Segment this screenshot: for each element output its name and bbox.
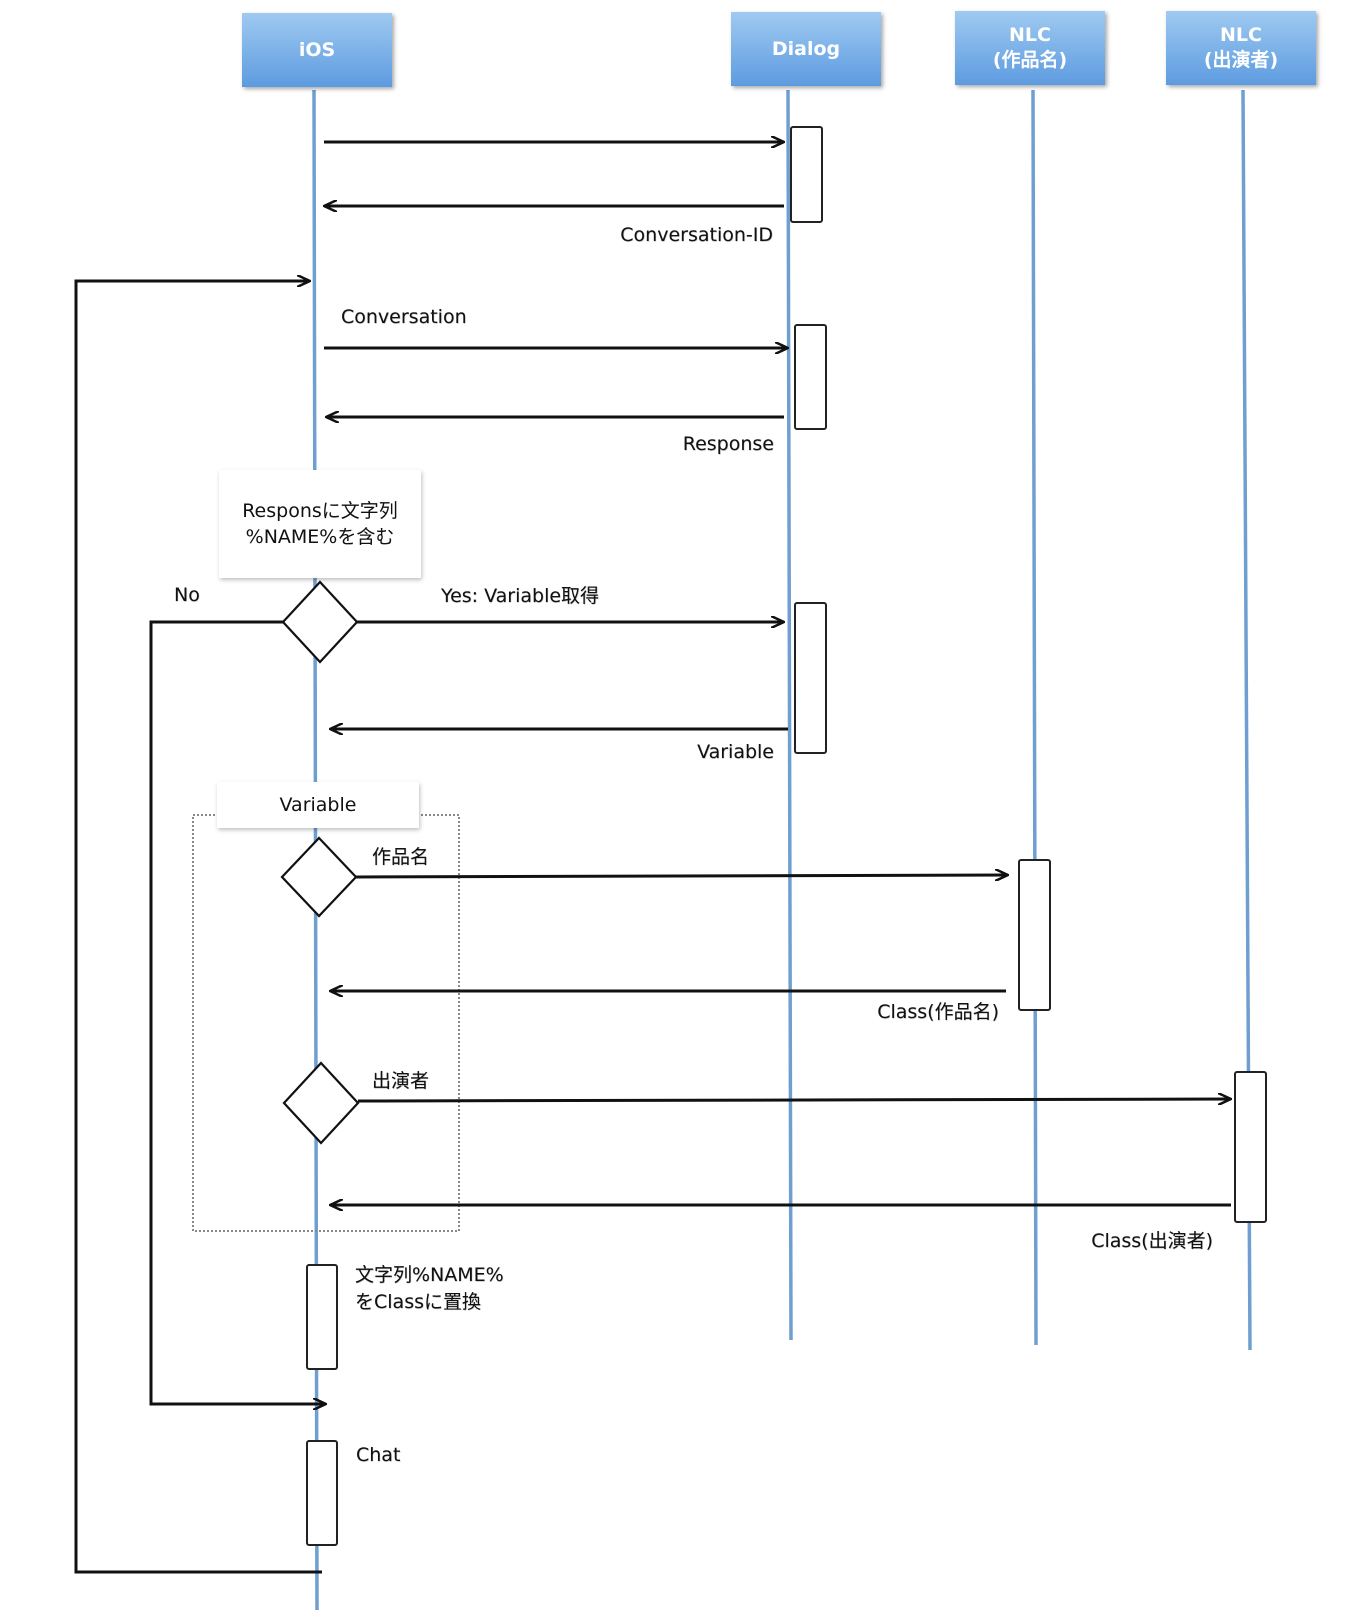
note-condition: Responsに文字列 %NAME%を含む (219, 470, 421, 578)
label-response: Response (682, 433, 774, 455)
decision-diamond-title (280, 836, 358, 918)
label-variable: Variable (697, 741, 774, 763)
actor-nlc-title-line-0: NLC (1009, 24, 1051, 46)
activation-ios-chat (306, 1440, 338, 1546)
note-replace-line-1: をClassに置換 (355, 1291, 481, 1313)
note-condition-line-1: %NAME%を含む (245, 526, 395, 548)
arrow-no-branch (149, 620, 326, 1404)
label-title: 作品名 (372, 846, 430, 868)
actor-nlc-cast-line-0: NLC (1220, 24, 1262, 46)
label-no: No (174, 584, 200, 606)
lifeline-nlc-title (1031, 89, 1038, 1346)
decision-diamond-cast (282, 1061, 360, 1145)
lifeline-dialog (786, 89, 793, 1341)
actor-nlc-title-line-1: (作品名) (992, 49, 1068, 71)
arrow-to-nlc-title (355, 875, 1008, 877)
note-condition-line-0: Responsに文字列 (242, 500, 398, 522)
actor-dialog: Dialog (731, 12, 881, 86)
activation-nlc-title (1018, 859, 1051, 1011)
actor-nlc-title: NLC (作品名) (955, 11, 1105, 85)
note-replace-line-0: 文字列%NAME% (355, 1264, 504, 1286)
label-yes-variable: Yes: Variable取得 (441, 585, 600, 607)
arrow-loop-back (74, 281, 322, 1574)
activation-dialog-1 (790, 126, 823, 223)
activation-nlc-cast (1234, 1071, 1267, 1223)
actor-nlc-cast: NLC (出演者) (1166, 11, 1316, 85)
label-conversation-id: Conversation-ID (620, 224, 773, 246)
note-replace: 文字列%NAME% をClassに置換 (355, 1262, 504, 1316)
actor-ios: iOS (242, 13, 392, 87)
label-chat: Chat (356, 1444, 401, 1466)
activation-ios-replace (306, 1264, 338, 1370)
variable-frame-label: Variable (217, 782, 419, 828)
variable-frame-label-text: Variable (279, 794, 357, 816)
arrow-to-nlc-cast (357, 1099, 1231, 1101)
label-class-cast: Class(出演者) (1091, 1230, 1213, 1252)
label-conversation: Conversation (341, 306, 467, 328)
actor-dialog-line-0: Dialog (771, 37, 841, 60)
label-cast: 出演者 (372, 1070, 430, 1092)
activation-dialog-2 (794, 324, 827, 430)
actor-ios-line-0: iOS (298, 38, 336, 61)
actor-nlc-cast-line-1: (出演者) (1203, 49, 1279, 71)
activation-dialog-3 (794, 602, 827, 754)
label-class-title: Class(作品名) (877, 1001, 999, 1023)
decision-diamond-response (281, 580, 359, 664)
